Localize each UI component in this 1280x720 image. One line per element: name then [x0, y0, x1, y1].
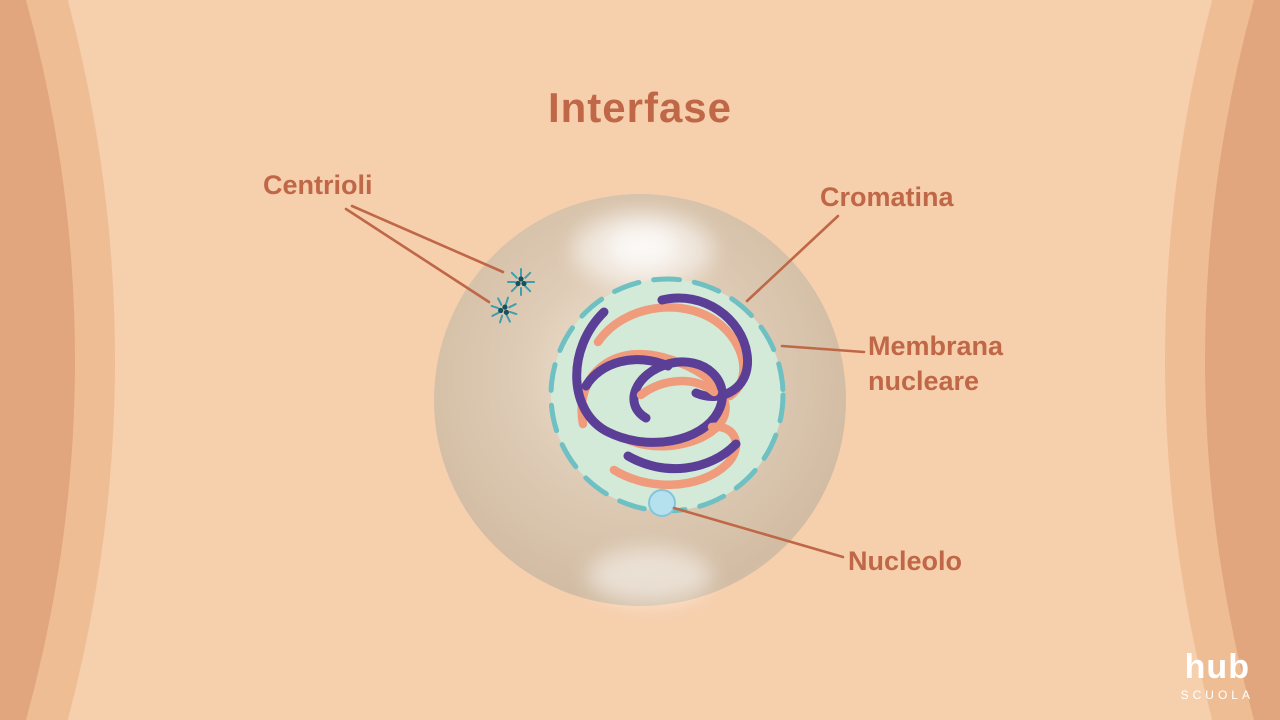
diagram-title: Interfase: [547, 84, 733, 131]
chromatin-strands: [572, 293, 752, 489]
label-nucleolo: Nucleolo: [848, 546, 963, 576]
label-centrioli: Centrioli: [263, 170, 373, 200]
pointer-membrana: [780, 344, 866, 354]
logo-hub-text: hub: [1184, 648, 1250, 686]
pointer-cromatina: [745, 214, 840, 303]
pointer-lines: [344, 204, 866, 559]
label-membrana-nucleare: Membrana nucleare: [868, 331, 1004, 397]
pointer-centriole-2: [344, 207, 491, 304]
hub-scuola-logo: hub SCUOLA: [1181, 650, 1254, 702]
pointer-nucleolo: [672, 506, 845, 559]
nucleolus: [648, 489, 676, 517]
logo-scuola-text: SCUOLA: [1180, 688, 1254, 702]
pointer-centriole-1: [350, 204, 505, 274]
label-cromatina: Cromatina: [820, 182, 954, 212]
